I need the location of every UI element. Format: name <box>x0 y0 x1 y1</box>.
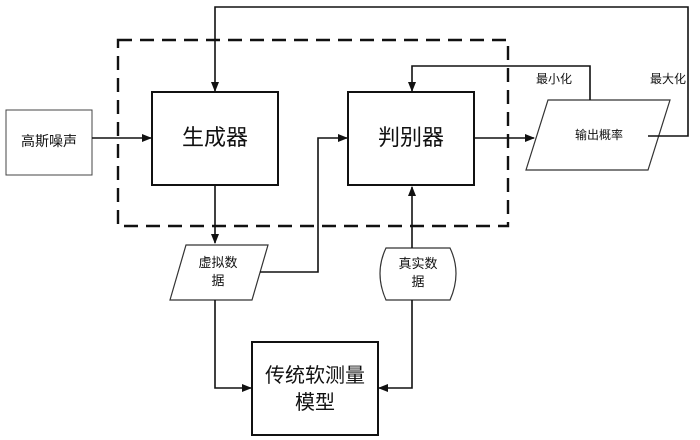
minimize-label: 最小化 <box>526 70 582 88</box>
generator-label: 生成器 <box>152 92 278 185</box>
real-data-line-1: 真实数 <box>398 256 437 274</box>
soft-model-line-1: 传统软测量 <box>265 362 365 389</box>
arrow-real-model <box>379 300 412 388</box>
fake-data-line-1: 虚拟数 <box>198 255 237 273</box>
real-data-line-2: 据 <box>411 274 424 292</box>
maximize-label: 最大化 <box>640 70 696 88</box>
output-prob-label: 输出概率 <box>540 100 658 170</box>
noise-label: 高斯噪声 <box>6 110 92 175</box>
arrow-fake-model <box>215 300 251 388</box>
discriminator-label: 判别器 <box>348 92 474 185</box>
soft-model-line-2: 模型 <box>295 389 335 416</box>
fake-data-label: 虚拟数 据 <box>176 245 260 300</box>
fake-data-line-2: 据 <box>211 273 224 291</box>
soft-model-label: 传统软测量 模型 <box>252 342 378 435</box>
real-data-label: 真实数 据 <box>380 248 456 300</box>
